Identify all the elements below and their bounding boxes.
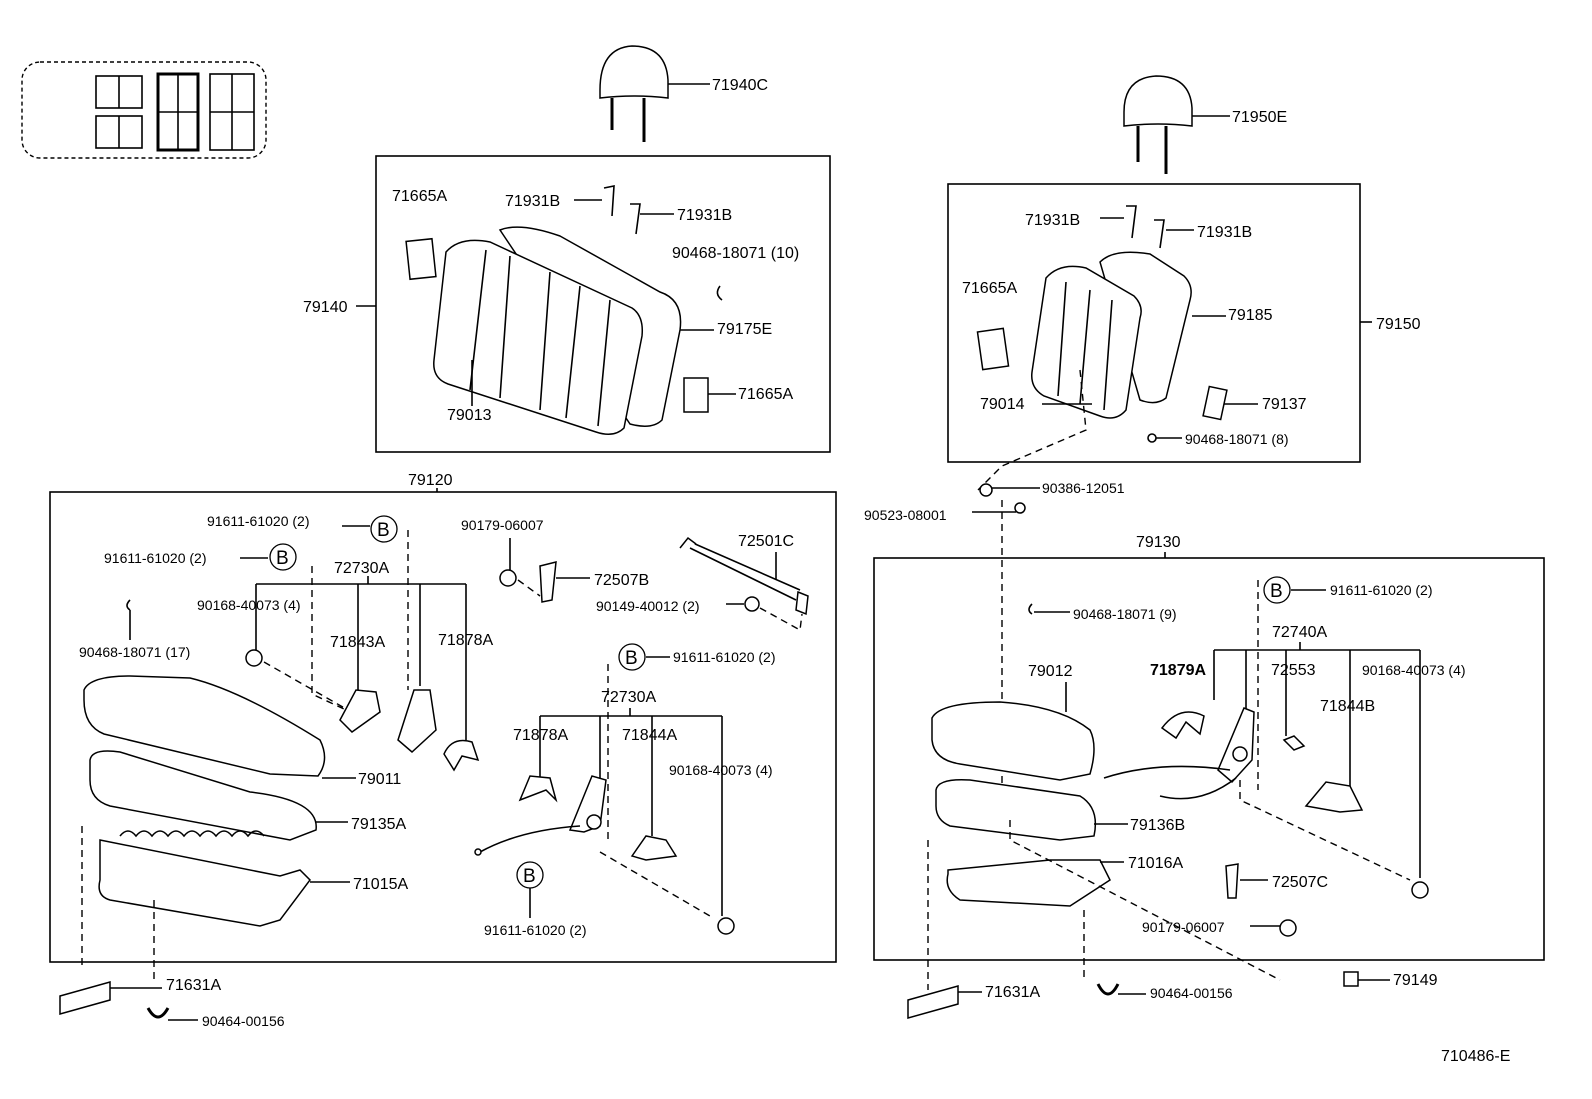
label-90468-18071: 90468-18071 (17) bbox=[79, 644, 190, 660]
label-90386-12051: 90386-12051 bbox=[1042, 480, 1125, 496]
diagram-code: 710486-E bbox=[1441, 1048, 1510, 1065]
seat-cushion-right-icon bbox=[907, 682, 1390, 1019]
headrest-left-icon bbox=[599, 45, 710, 142]
label-90468-18071: 90468-18071 (8) bbox=[1185, 431, 1289, 447]
label-71931B: 71931B bbox=[1025, 212, 1080, 229]
callout-b: B bbox=[1270, 581, 1283, 602]
label-71015A: 71015A bbox=[353, 876, 408, 893]
label-71844A: 71844A bbox=[622, 727, 677, 744]
label-79012: 79012 bbox=[1028, 663, 1073, 680]
label-79013: 79013 bbox=[447, 407, 492, 424]
label-79135A: 79135A bbox=[351, 816, 406, 833]
label-71940C: 71940C bbox=[712, 77, 768, 94]
label-90168-40073: 90168-40073 (4) bbox=[669, 762, 773, 778]
label-71016A: 71016A bbox=[1128, 855, 1183, 872]
label-71665A: 71665A bbox=[392, 188, 447, 205]
label-71931B: 71931B bbox=[505, 193, 560, 210]
label-90168-40073: 90168-40073 (4) bbox=[197, 597, 301, 613]
label-71931B: 71931B bbox=[1197, 224, 1252, 241]
callout-b: B bbox=[625, 648, 638, 669]
label-79149: 79149 bbox=[1393, 972, 1438, 989]
label-71950E: 71950E bbox=[1232, 109, 1287, 126]
label-72730A: 72730A bbox=[334, 560, 389, 577]
seatback-left-group-frame bbox=[375, 155, 831, 453]
label-90179-06007: 90179-06007 bbox=[1142, 919, 1225, 935]
cushion-left-group-frame bbox=[49, 491, 837, 963]
right-hardware-icons bbox=[1028, 576, 1429, 937]
label-72507C: 72507C bbox=[1272, 874, 1328, 891]
seatback-left-icon bbox=[405, 185, 736, 435]
callout-b: B bbox=[523, 866, 536, 887]
label-71665A: 71665A bbox=[962, 280, 1017, 297]
label-72553: 72553 bbox=[1271, 662, 1316, 679]
label-90168-40073: 90168-40073 (4) bbox=[1362, 662, 1466, 678]
label-79150: 79150 bbox=[1376, 316, 1421, 333]
seat-cushion-left-icon bbox=[59, 675, 356, 1021]
label-91611-61020: 91611-61020 (2) bbox=[484, 922, 586, 938]
callout-b-letters: B B B B B bbox=[276, 520, 1283, 887]
part-labels: 71940C 71950E 71665A 71931B 71931B 90468… bbox=[79, 77, 1510, 1065]
label-79120: 79120 bbox=[408, 472, 453, 489]
label-90179-06007: 90179-06007 bbox=[461, 517, 544, 533]
callout-b: B bbox=[377, 520, 390, 541]
label-91611-61020: 91611-61020 (2) bbox=[1330, 582, 1432, 598]
label-79130: 79130 bbox=[1136, 534, 1181, 551]
label-79136B: 79136B bbox=[1130, 817, 1185, 834]
label-71878A: 71878A bbox=[513, 727, 568, 744]
label-79014: 79014 bbox=[980, 396, 1025, 413]
label-71843A: 71843A bbox=[330, 634, 385, 651]
label-90523-08001: 90523-08001 bbox=[864, 507, 947, 523]
label-71665A: 71665A bbox=[738, 386, 793, 403]
cushion-right-group-frame bbox=[873, 557, 1545, 961]
label-71879A: 71879A bbox=[1150, 662, 1206, 679]
seatback-right-icon bbox=[972, 205, 1258, 800]
label-71878A: 71878A bbox=[438, 632, 493, 649]
headrest-right-icon bbox=[1123, 75, 1230, 174]
label-71631A: 71631A bbox=[166, 977, 221, 994]
label-72730A: 72730A bbox=[601, 689, 656, 706]
label-79185: 79185 bbox=[1228, 307, 1273, 324]
label-71631A: 71631A bbox=[985, 984, 1040, 1001]
label-71844B: 71844B bbox=[1320, 698, 1375, 715]
label-90468-18071: 90468-18071 (10) bbox=[672, 245, 799, 262]
label-72501C: 72501C bbox=[738, 533, 794, 550]
label-90149-40012: 90149-40012 (2) bbox=[596, 598, 700, 614]
label-71931B: 71931B bbox=[677, 207, 732, 224]
label-90468-18071: 90468-18071 (9) bbox=[1073, 606, 1177, 622]
label-91611-61020: 91611-61020 (2) bbox=[104, 550, 206, 566]
callout-b: B bbox=[276, 548, 289, 569]
label-79011: 79011 bbox=[358, 771, 401, 788]
label-90464-00156: 90464-00156 bbox=[1150, 985, 1233, 1001]
label-90464-00156: 90464-00156 bbox=[202, 1013, 285, 1029]
label-91611-61020: 91611-61020 (2) bbox=[673, 649, 775, 665]
seatback-right-group-frame bbox=[947, 183, 1361, 463]
label-91611-61020: 91611-61020 (2) bbox=[207, 513, 309, 529]
left-hardware-icons bbox=[126, 515, 809, 935]
label-72740A: 72740A bbox=[1272, 624, 1327, 641]
seat-layout-locator-icon bbox=[21, 61, 267, 159]
label-72507B: 72507B bbox=[594, 572, 649, 589]
label-79140: 79140 bbox=[303, 299, 348, 316]
label-79175E: 79175E bbox=[717, 321, 772, 338]
label-79137: 79137 bbox=[1262, 396, 1307, 413]
